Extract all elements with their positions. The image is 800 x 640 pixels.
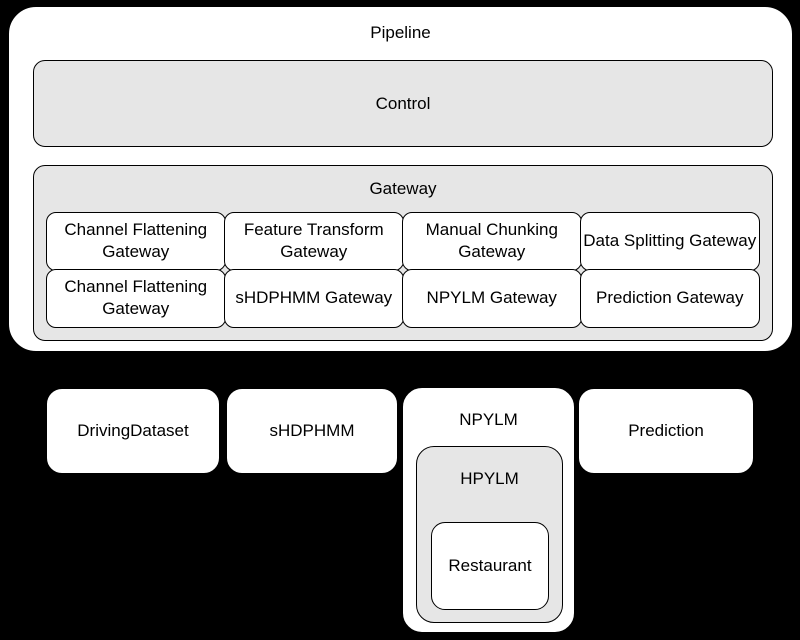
control-box: Control [33,60,773,147]
module-driving-dataset: DrivingDataset [46,388,220,474]
gateway-cell-npylm: NPYLM Gateway [402,269,582,328]
control-label: Control [375,93,431,113]
gateway-cell-feature-transform: Feature Transform Gateway [224,212,404,271]
gateway-container: Gateway Channel Flattening Gateway Featu… [33,165,773,341]
gateway-cell-data-splitting: Data Splitting Gateway [580,212,760,271]
gateway-cell-label: Channel Flattening Gateway [64,220,208,262]
gateway-cell-channel-flattening-bottom: Channel Flattening Gateway [46,269,226,328]
module-shdphmm: sHDPHMM [226,388,398,474]
gateway-cell-prediction: Prediction Gateway [580,269,760,328]
gateway-cell-shdphmm: sHDPHMM Gateway [224,269,404,328]
pipeline-label: Pipeline [370,23,431,42]
gateway-cell-manual-chunking: Manual Chunking Gateway [402,212,582,271]
gateway-cell-label: Prediction Gateway [596,288,744,308]
gateway-cell-label: Channel Flattening Gateway [64,277,208,319]
pipeline-container: Pipeline Control Gateway Channel Flatten… [8,6,793,352]
npylm-label: NPYLM [459,410,518,429]
gateway-cell-label: Manual Chunking Gateway [425,220,558,262]
module-label: Prediction [628,421,704,440]
module-hpylm: HPYLM Restaurant [416,446,563,623]
gateway-cell-label: sHDPHMM Gateway [235,288,393,308]
gateway-cell-label: Feature Transform Gateway [243,220,384,262]
gateway-cell-label: Data Splitting Gateway [583,231,757,251]
module-prediction: Prediction [578,388,754,474]
module-label: sHDPHMM [269,421,355,440]
restaurant-label: Restaurant [448,556,532,575]
gateway-cell-label: NPYLM Gateway [426,288,557,308]
hpylm-label: HPYLM [460,469,519,488]
module-restaurant: Restaurant [431,522,549,610]
module-label: DrivingDataset [77,421,189,440]
gateway-cell-channel-flattening-top: Channel Flattening Gateway [46,212,226,271]
gateway-label: Gateway [369,179,437,198]
module-npylm: NPYLM HPYLM Restaurant [402,387,575,633]
